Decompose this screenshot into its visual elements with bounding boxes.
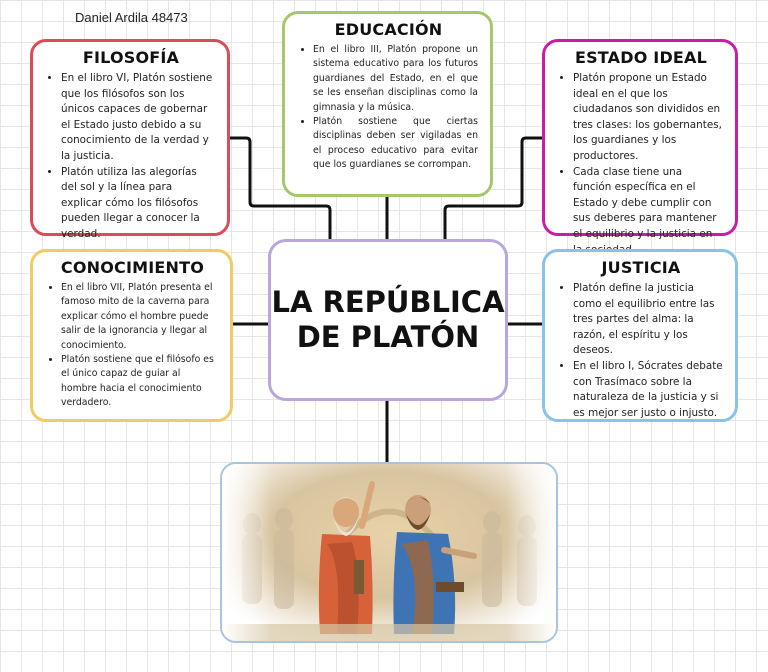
plato-aristotle-painting — [222, 464, 556, 641]
box-educacion-item: En el libro III, Platón propone un siste… — [313, 43, 478, 115]
box-justicia-title: JUSTICIA — [601, 258, 681, 277]
box-justicia-item: En el libro I, Sócrates debate con Trasí… — [573, 359, 723, 421]
box-educacion-item: Platón sostiene que ciertas disciplinas … — [313, 115, 478, 173]
box-conocimiento-item: En el libro VII, Platón presenta el famo… — [61, 281, 218, 353]
connector-estado-ideal — [443, 136, 544, 241]
box-educacion: EDUCACIÓN En el libro III, Platón propon… — [282, 11, 493, 197]
box-justicia-item: Platón define la justicia como el equili… — [573, 281, 723, 359]
author-label: Daniel Ardila 48473 — [75, 10, 188, 25]
box-estado-ideal-item: Platón propone un Estado ideal en el que… — [573, 71, 723, 165]
box-conocimiento-title: CONOCIMIENTO — [60, 258, 205, 277]
box-estado-ideal-title: ESTADO IDEAL — [574, 48, 708, 67]
box-filosofia-title: FILOSOFÍA — [82, 48, 180, 67]
box-filosofia-item: En el libro VI, Platón sostiene que los … — [61, 71, 215, 165]
box-filosofia: FILOSOFÍA En el libro VI, Platón sostien… — [30, 39, 230, 240]
box-filosofia-item: Platón utiliza las alegorías del sol y l… — [61, 165, 215, 243]
box-justicia: JUSTICIA Platón define la justicia como … — [542, 249, 738, 422]
central-topic: LA REPÚBLICA DE PLATÓN — [268, 239, 508, 401]
box-conocimiento: CONOCIMIENTO En el libro VII, Platón pre… — [30, 249, 233, 422]
box-estado-ideal-item: Cada clase tiene una función específica … — [573, 165, 723, 259]
central-title: LA REPÚBLICA DE PLATÓN — [271, 285, 504, 356]
box-educacion-title: EDUCACIÓN — [334, 20, 443, 39]
central-title-line1: LA REPÚBLICA — [271, 284, 505, 319]
box-conocimiento-item: Platón sostiene que el filósofo es el ún… — [61, 353, 218, 411]
central-title-line2: DE PLATÓN — [296, 320, 480, 354]
connector-filosofia — [228, 136, 332, 241]
box-estado-ideal: ESTADO IDEAL Platón propone un Estado id… — [542, 39, 738, 256]
painting-image-frame — [220, 462, 558, 643]
